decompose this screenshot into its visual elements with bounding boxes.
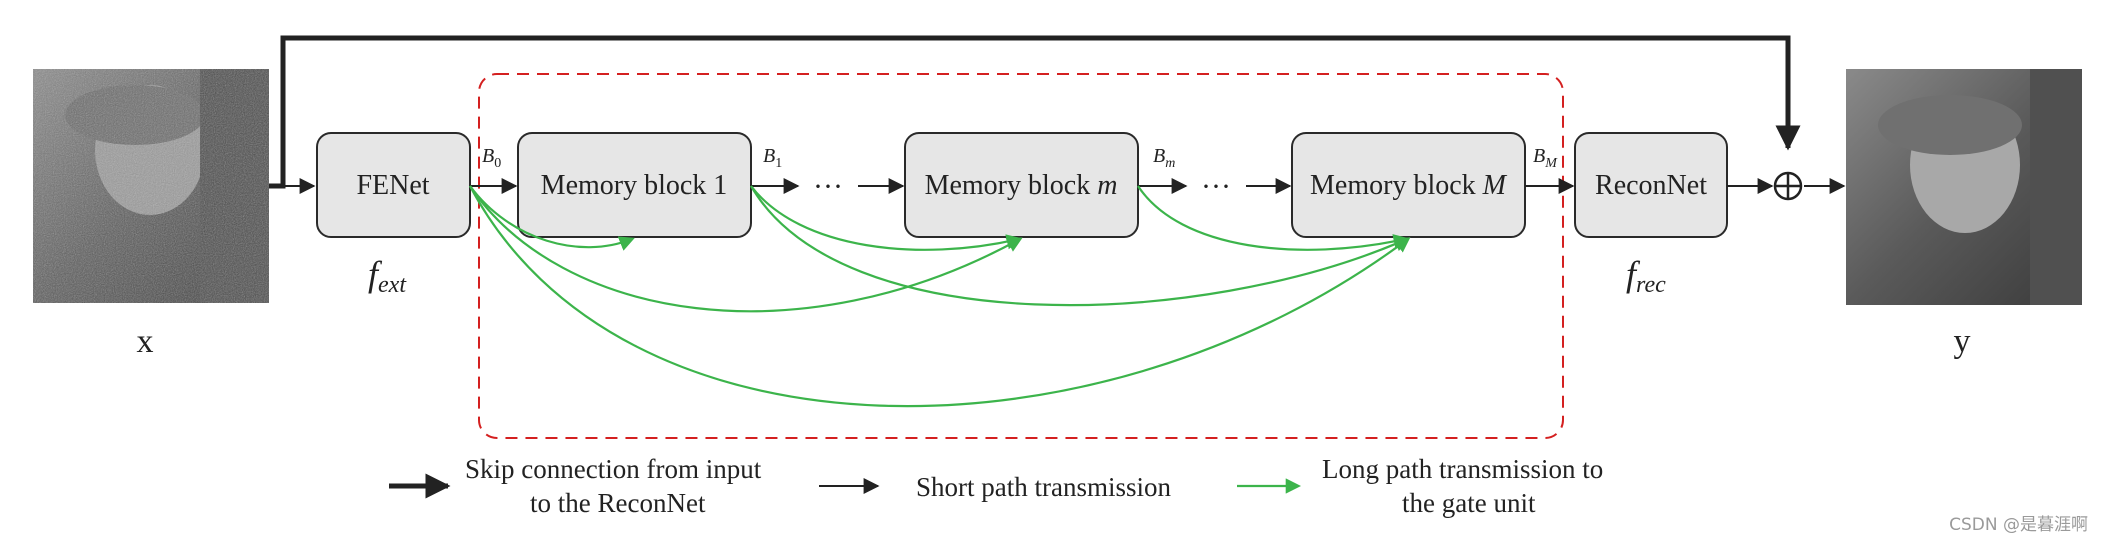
legend-skip-text-1: Skip connection from input (465, 454, 762, 484)
watermark: CSDN @是暮涯啊 (1949, 515, 2088, 535)
long-path-b1-to-blockm (750, 185, 1023, 251)
bM-label: BM (1533, 145, 1558, 171)
memory-block-M: Memory block M (1291, 132, 1526, 238)
f-ext-label: fext (368, 254, 407, 298)
memory-block-m: Memory block m (904, 132, 1139, 238)
legend-long-text-2: the gate unit (1402, 488, 1536, 518)
denoised-output-image-icon (1846, 69, 2082, 305)
long-path-b0-to-blockm (469, 185, 1023, 313)
output-label: y (1954, 323, 1971, 360)
bm-label: Bm (1153, 145, 1175, 171)
fenet-label: FENet (356, 170, 429, 201)
memory-block-1-label: Memory block 1 (541, 170, 728, 201)
input-label: x (137, 323, 154, 360)
reconnet-block: ReconNet (1574, 132, 1728, 238)
ellipsis-1: ··· (813, 170, 843, 203)
memory-block-m-label: Memory block m (925, 170, 1118, 201)
reconnet-label: ReconNet (1595, 170, 1707, 201)
b0-label: B0 (482, 145, 501, 171)
legend: Skip connection from input to the ReconN… (389, 454, 1603, 518)
b1-label: B1 (763, 145, 782, 171)
fenet-block: FENet (316, 132, 471, 238)
long-path-b1-to-blockM (750, 185, 1410, 307)
legend-short-text: Short path transmission (916, 472, 1171, 502)
legend-long-text-1: Long path transmission to (1322, 454, 1603, 484)
sum-circle-icon (1773, 171, 1803, 201)
long-path-b0-to-blockM (469, 185, 1411, 408)
ellipsis-2: ··· (1201, 170, 1231, 203)
memory-block-1: Memory block 1 (517, 132, 752, 238)
long-path-curves (469, 185, 1411, 408)
legend-skip-text-2: to the ReconNet (530, 488, 706, 518)
memory-blocks-dashed-region (478, 73, 1564, 439)
long-path-b0-to-block1 (469, 185, 635, 251)
long-path-bm-to-blockM (1137, 185, 1410, 251)
f-rec-label: frec (1626, 254, 1666, 298)
noisy-input-image-icon (33, 69, 269, 303)
memory-block-M-label: Memory block M (1310, 170, 1508, 201)
